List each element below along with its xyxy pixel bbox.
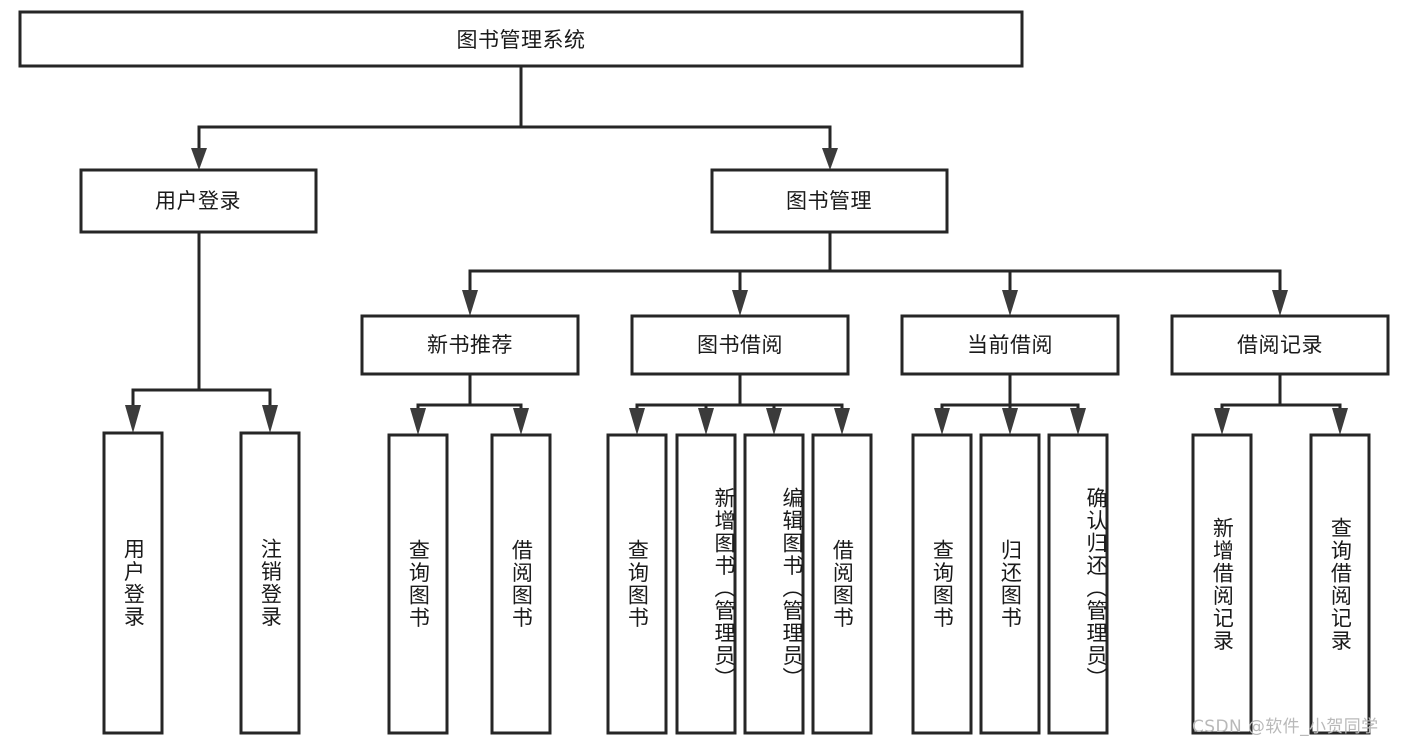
leaf-box-logout[interactable] <box>239 431 301 735</box>
node-new-book-recommendation-box[interactable] <box>360 314 580 376</box>
leaf-boxes-borrow-record <box>1191 433 1371 735</box>
node-book-borrow-box[interactable] <box>630 314 850 376</box>
leaf-box-borrow-book-1[interactable] <box>490 433 552 735</box>
leaf-box-query-book-3[interactable] <box>911 433 973 735</box>
arrow-head-leaf-confirm-return <box>1070 408 1086 435</box>
connectors-root-to-level2 <box>191 64 838 170</box>
arrow-head-leaf-user-login <box>125 405 141 433</box>
node-new-book-recommendation-label: 新书推荐 <box>427 333 513 357</box>
leaf-box-edit-book[interactable] <box>743 433 805 735</box>
node-borrow-record[interactable]: 借阅记录 <box>1170 314 1390 376</box>
arrow-head-current-borrow <box>1002 290 1018 316</box>
arrow-head-book-borrow <box>732 290 748 316</box>
node-book-management-label: 图书管理 <box>786 189 872 213</box>
node-root-label: 图书管理系统 <box>457 28 586 52</box>
node-book-management[interactable]: 图书管理 <box>710 168 949 234</box>
csdn-watermark: CSDN @软件_小贺同学 <box>1192 717 1379 737</box>
node-borrow-record-label: 借阅记录 <box>1237 333 1323 357</box>
connectors-borrow-record-leaves <box>1214 372 1348 435</box>
leaf-boxes-new-book-rec <box>387 433 552 735</box>
arrow-head-leaf-borrow-book-2 <box>834 408 850 435</box>
node-book-management-box[interactable] <box>710 168 949 234</box>
leaf-box-confirm-return[interactable] <box>1047 433 1109 735</box>
leaf-box-user-login[interactable] <box>102 431 164 735</box>
node-current-borrow-box[interactable] <box>900 314 1120 376</box>
node-current-borrow-label: 当前借阅 <box>967 333 1053 357</box>
node-root[interactable]: 图书管理系统 <box>18 10 1024 68</box>
node-book-borrow-label: 图书借阅 <box>697 333 783 357</box>
leaf-box-query-book-2[interactable] <box>606 433 668 735</box>
node-new-book-recommendation[interactable]: 新书推荐 <box>360 314 580 376</box>
connectors-user-login-leaves <box>125 230 278 433</box>
arrow-head-leaf-query-book-1 <box>410 408 426 435</box>
leaf-box-borrow-book-2[interactable] <box>811 433 873 735</box>
arrow-head-leaf-query-book-3 <box>934 408 950 435</box>
leaf-boxes-book-borrow <box>606 433 873 735</box>
arrow-head-new-book-rec <box>462 290 478 316</box>
arrow-head-leaf-edit-book <box>766 408 782 435</box>
arrow-head-borrow-record <box>1272 290 1288 316</box>
leaf-box-add-record[interactable] <box>1191 433 1253 735</box>
leaf-boxes-user-login <box>102 431 301 735</box>
node-user-login-box[interactable] <box>79 168 318 234</box>
arrow-head-leaf-return-book <box>1002 408 1018 435</box>
node-current-borrow[interactable]: 当前借阅 <box>900 314 1120 376</box>
connectors-book-mgmt-to-level3 <box>462 230 1288 316</box>
node-user-login-label: 用户登录 <box>155 189 241 213</box>
node-user-login[interactable]: 用户登录 <box>79 168 318 234</box>
arrow-head-leaf-query-book-2 <box>629 408 645 435</box>
arrow-head-leaf-add-book <box>698 408 714 435</box>
arrow-head-book-mgmt <box>822 148 838 170</box>
node-borrow-record-box[interactable] <box>1170 314 1390 376</box>
leaf-boxes-current-borrow <box>911 433 1109 735</box>
leaf-box-add-book[interactable] <box>675 433 737 735</box>
node-book-borrow[interactable]: 图书借阅 <box>630 314 850 376</box>
node-root-box[interactable] <box>18 10 1024 68</box>
arrow-head-leaf-add-record <box>1214 408 1230 435</box>
leaf-box-query-record[interactable] <box>1309 433 1371 735</box>
arrow-head-leaf-borrow-book-1 <box>513 408 529 435</box>
connectors-current-borrow-leaves <box>934 372 1086 435</box>
arrow-head-user-login <box>191 148 207 170</box>
leaf-box-query-book-1[interactable] <box>387 433 449 735</box>
arrow-head-leaf-query-record <box>1332 408 1348 435</box>
connectors-new-book-rec-leaves <box>410 372 529 435</box>
leaf-box-return-book[interactable] <box>979 433 1041 735</box>
arrow-head-leaf-logout <box>262 405 278 433</box>
connectors-book-borrow-leaves <box>629 372 850 435</box>
